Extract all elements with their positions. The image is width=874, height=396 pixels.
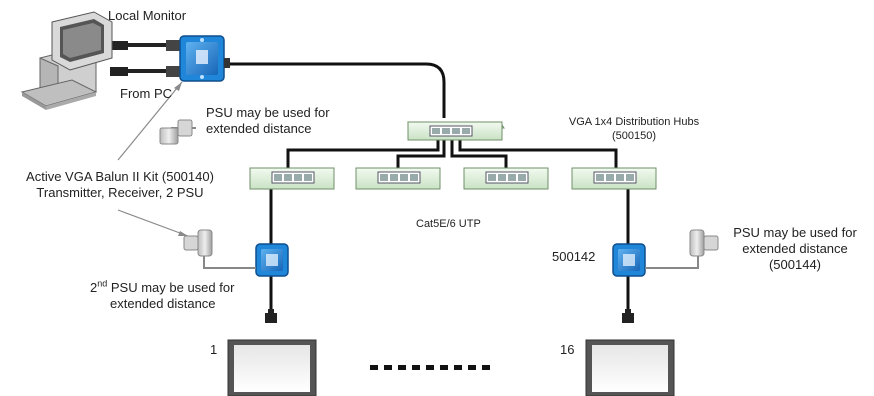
label-hubs-line1: VGA 1x4 Distribution Hubs [568,116,700,128]
label-psu-rx-line2: extended distance [742,241,848,256]
label-psu2-sup: nd [97,278,108,289]
hub-main [407,121,505,141]
label-kit-line1: Active VGA Balun II Kit (500140) [26,169,214,184]
hub-4 [571,167,657,190]
transmitter-balun [179,35,230,82]
label-psu2-rest: PSU may be used for [107,280,235,295]
label-psu-tx-line2: extended distance [206,121,312,136]
label-receiver-part: 500142 [552,249,596,264]
label-from-pc: From PC [120,86,172,101]
psu-receiver-16-icon [645,229,719,269]
hub-1 [249,167,335,190]
hub-2 [355,167,441,190]
pointer-to-transmitter [117,81,183,161]
cable-main-hub-d [458,140,618,168]
display-16 [585,339,675,396]
label-hubs-line2: (500150) [611,130,657,142]
receiver-balun-16 [612,243,646,277]
cables [224,62,630,316]
label-psu-rx-line1: PSU may be used for [733,225,857,240]
label-display-first: 1 [210,342,218,357]
label-local-monitor: Local Monitor [108,8,187,23]
cable-tx-to-main-hub [224,62,446,118]
psu-transmitter-icon [159,119,196,145]
label-psu2-line2: extended distance [110,296,216,311]
psu-receiver-1-icon [183,229,256,269]
pc-cables [110,40,180,77]
label-psu2-prefix: 2 [90,280,98,295]
pointer-arrowheads [174,82,188,236]
computer-icon [20,11,113,110]
receiver-balun-1 [255,243,289,277]
cable-main-hub-b [396,140,446,168]
connectors [265,309,634,323]
cable-main-hub-c [450,140,508,168]
label-psu-rx-line3: (500144) [768,257,822,272]
label-psu2-line1: 2nd PSU may be used for [90,278,235,296]
hub-3 [463,167,549,190]
label-kit-line2: Transmitter, Receiver, 2 PSU [36,185,204,200]
label-display-last: 16 [560,342,575,357]
display-ellipsis [370,365,490,370]
display-1 [227,339,317,396]
pointer-lines [117,81,189,237]
label-cable: Cat5E/6 UTP [416,218,481,230]
pointer-to-receiver [117,209,189,237]
label-psu-tx-line1: PSU may be used for [206,105,330,120]
cable-main-hub-a [286,140,440,168]
